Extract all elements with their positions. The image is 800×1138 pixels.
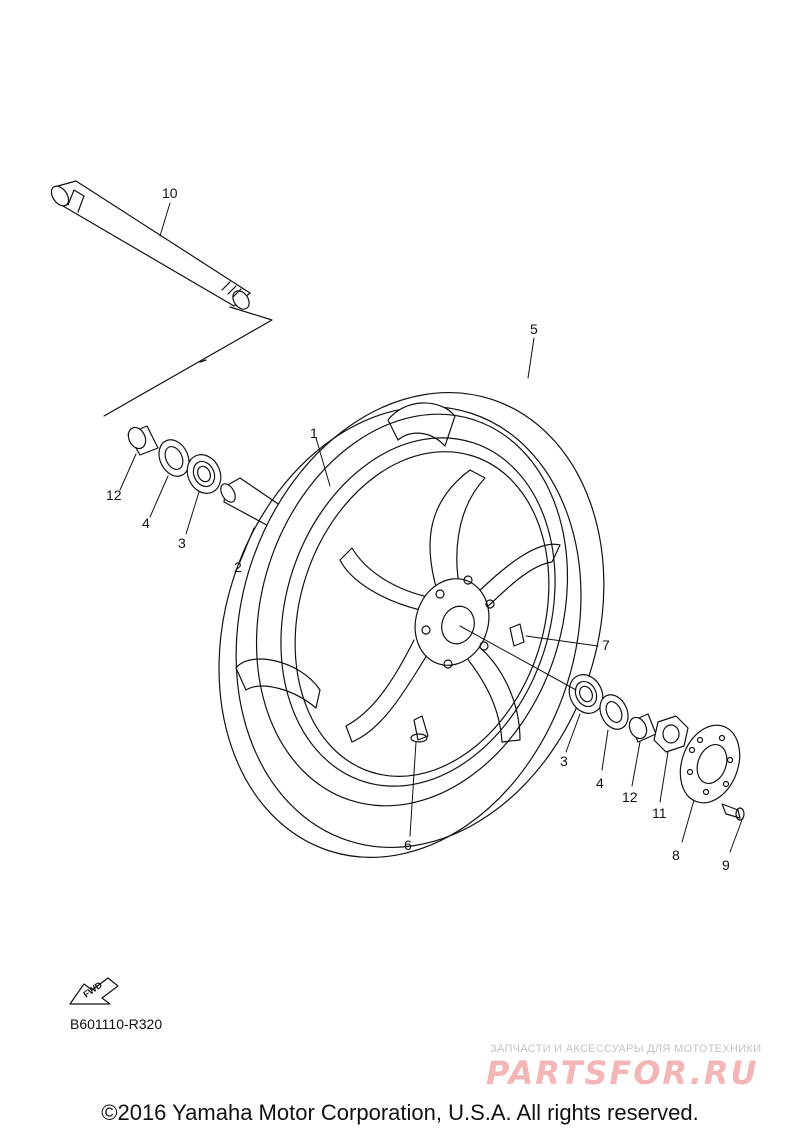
axle-nut bbox=[653, 715, 689, 753]
callout-10: 10 bbox=[162, 185, 178, 201]
rotor-screw bbox=[721, 803, 745, 821]
front-axle bbox=[50, 180, 273, 417]
callout-5: 5 bbox=[530, 321, 538, 337]
balance-weight bbox=[509, 623, 525, 647]
bearing-right bbox=[568, 674, 604, 714]
tire bbox=[218, 392, 605, 858]
callout-11: 11 bbox=[652, 805, 667, 821]
callout-12-right: 12 bbox=[622, 789, 638, 805]
fwd-arrow-icon bbox=[69, 977, 119, 1005]
watermark-brand: PARTSFOR.RU bbox=[486, 1054, 759, 1092]
collar-left bbox=[127, 425, 159, 456]
callout-6: 6 bbox=[404, 837, 412, 853]
sensor-rotor bbox=[679, 724, 741, 804]
callout-12-left: 12 bbox=[106, 487, 122, 503]
callout-2: 2 bbox=[234, 559, 242, 575]
leader-lines bbox=[119, 202, 743, 853]
bearing-left bbox=[186, 454, 222, 494]
oil-seal-left bbox=[158, 439, 190, 477]
callout-1: 1 bbox=[310, 425, 318, 441]
callout-9: 9 bbox=[722, 857, 730, 873]
watermark-tagline: ЗАПЧАСТИ И АКСЕССУАРЫ ДЛЯ МОТОТЕХНИКИ bbox=[490, 1043, 762, 1055]
callout-4-right: 4 bbox=[596, 775, 604, 791]
callout-8: 8 bbox=[672, 847, 680, 863]
callout-3-right: 3 bbox=[560, 753, 568, 769]
callout-4-left: 4 bbox=[142, 515, 150, 531]
wheel-spokes bbox=[339, 469, 561, 743]
collar-right bbox=[628, 713, 657, 743]
copyright-notice: ©2016 Yamaha Motor Corporation, U.S.A. A… bbox=[101, 1100, 699, 1125]
callout-3-left: 3 bbox=[178, 535, 186, 551]
oil-seal-right bbox=[599, 694, 629, 730]
diagram-reference-code: B601110-R320 bbox=[70, 1016, 163, 1032]
valve bbox=[410, 715, 429, 743]
wheel-rim bbox=[255, 413, 569, 807]
callout-7: 7 bbox=[602, 637, 610, 653]
